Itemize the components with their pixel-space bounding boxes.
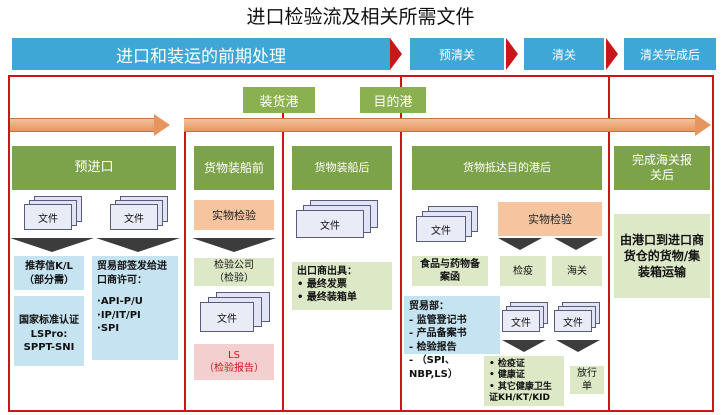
down-arrow-icon bbox=[554, 238, 598, 250]
trade-license: 贸易部签发给进口商许可： ·API-P/U ·IP/IT/PI ·SPI bbox=[92, 256, 178, 360]
food-drug-letter: 食品与药物备案函 bbox=[412, 256, 488, 286]
health-certificates: • 检疫证 • 健康证 • 其它健康卫生证KH/KT/KID bbox=[484, 356, 564, 406]
phase-pre-clearance: 预清关 bbox=[410, 38, 504, 70]
license-item: ·IP/IT/PI bbox=[97, 309, 141, 321]
timeline-arrow bbox=[184, 118, 697, 132]
cert-item: • 检疫证 bbox=[489, 359, 525, 369]
trade-ministry-docs: 贸易部： - 监管登记书 - 产品备案书 - 检验报告 - （SPI、NBP,L… bbox=[404, 296, 500, 380]
document-stack-icon: 文件 bbox=[24, 196, 84, 232]
down-arrow-icon bbox=[10, 238, 94, 252]
physical-inspection: 实物检验 bbox=[194, 200, 274, 230]
phase-pre-processing: 进口和装运的前期处理 bbox=[12, 38, 390, 70]
port-loading: 装货港 bbox=[243, 87, 315, 113]
stage-after-loading: 货物装船后 bbox=[292, 146, 392, 190]
document-stack-icon: 文件 bbox=[296, 200, 386, 242]
stage-arrival: 货物抵达目的港后 bbox=[412, 146, 602, 190]
trade-doc-item: - 产品备案书 bbox=[409, 328, 467, 339]
down-arrow-icon bbox=[498, 238, 542, 250]
phase-clearance: 清关 bbox=[524, 38, 604, 70]
document-stack-icon: 文件 bbox=[200, 292, 272, 336]
recommendation-letter: 推荐信K/L （部分需） bbox=[14, 256, 84, 290]
divider-line bbox=[282, 104, 284, 412]
down-arrow-icon bbox=[502, 340, 546, 352]
exporter-doc-item: • 最终发票 bbox=[297, 279, 347, 290]
exporter-doc-item: • 最终装箱单 bbox=[297, 292, 357, 303]
trade-doc-item: - 检验报告 bbox=[409, 341, 457, 353]
cert-item: • 健康证 bbox=[489, 370, 525, 381]
quarantine: 检疫 bbox=[500, 256, 546, 286]
trade-doc-item: - 监管登记书 bbox=[409, 314, 467, 326]
down-arrow-icon bbox=[192, 238, 276, 252]
down-arrow-icon bbox=[96, 238, 180, 252]
arrival-physical-inspection: 实物检验 bbox=[498, 202, 602, 236]
page-title: 进口检验流及相关所需文件 bbox=[246, 6, 475, 28]
ls-report: LS （检验报告） bbox=[194, 344, 274, 380]
license-item: ·API-P/U bbox=[97, 296, 143, 307]
document-stack-icon: 文件 bbox=[416, 206, 482, 246]
national-standard-cert: 国家标准认证LSPro: SPPT-SNI bbox=[14, 296, 84, 366]
timeline-arrow-head bbox=[695, 114, 711, 136]
down-arrow-icon bbox=[556, 340, 600, 352]
divider-line bbox=[184, 130, 186, 412]
port-destination: 目的港 bbox=[360, 87, 426, 113]
trade-license-title: 贸易部签发给进口商许可： bbox=[97, 261, 167, 286]
chevron-arrow-icon bbox=[506, 38, 518, 70]
timeline-arrow-head bbox=[154, 114, 170, 136]
transport-to-warehouse: 由港口到进口商货仓的货物/集装箱运输 bbox=[614, 214, 710, 298]
trade-doc-item: - （SPI、NBP,LS） bbox=[409, 355, 458, 380]
chevron-arrow-icon bbox=[606, 38, 618, 70]
license-item: ·SPI bbox=[97, 323, 120, 334]
chevron-arrow-icon bbox=[390, 38, 402, 70]
document-stack-icon: 文件 bbox=[110, 196, 170, 232]
frame-post-clearance bbox=[608, 75, 714, 412]
document-stack-icon: 文件 bbox=[502, 302, 548, 334]
phase-post-clearance: 清关完成后 bbox=[624, 38, 716, 70]
exporter-docs: 出口商出具： • 最终发票 • 最终装箱单 bbox=[292, 262, 392, 310]
stage-pre-import: 预进口 bbox=[12, 146, 176, 190]
inspection-company: 检验公司 （检验） bbox=[194, 258, 274, 286]
stage-before-loading: 货物装船前 bbox=[194, 146, 274, 190]
customs: 海关 bbox=[552, 256, 602, 286]
cert-item: • 其它健康卫生证KH/KT/KID bbox=[489, 381, 552, 403]
document-stack-icon: 文件 bbox=[554, 302, 600, 334]
timeline-arrow bbox=[10, 118, 156, 132]
stage-customs-done: 完成海关报 关后 bbox=[614, 146, 710, 190]
release-order: 放行单 bbox=[570, 366, 604, 394]
